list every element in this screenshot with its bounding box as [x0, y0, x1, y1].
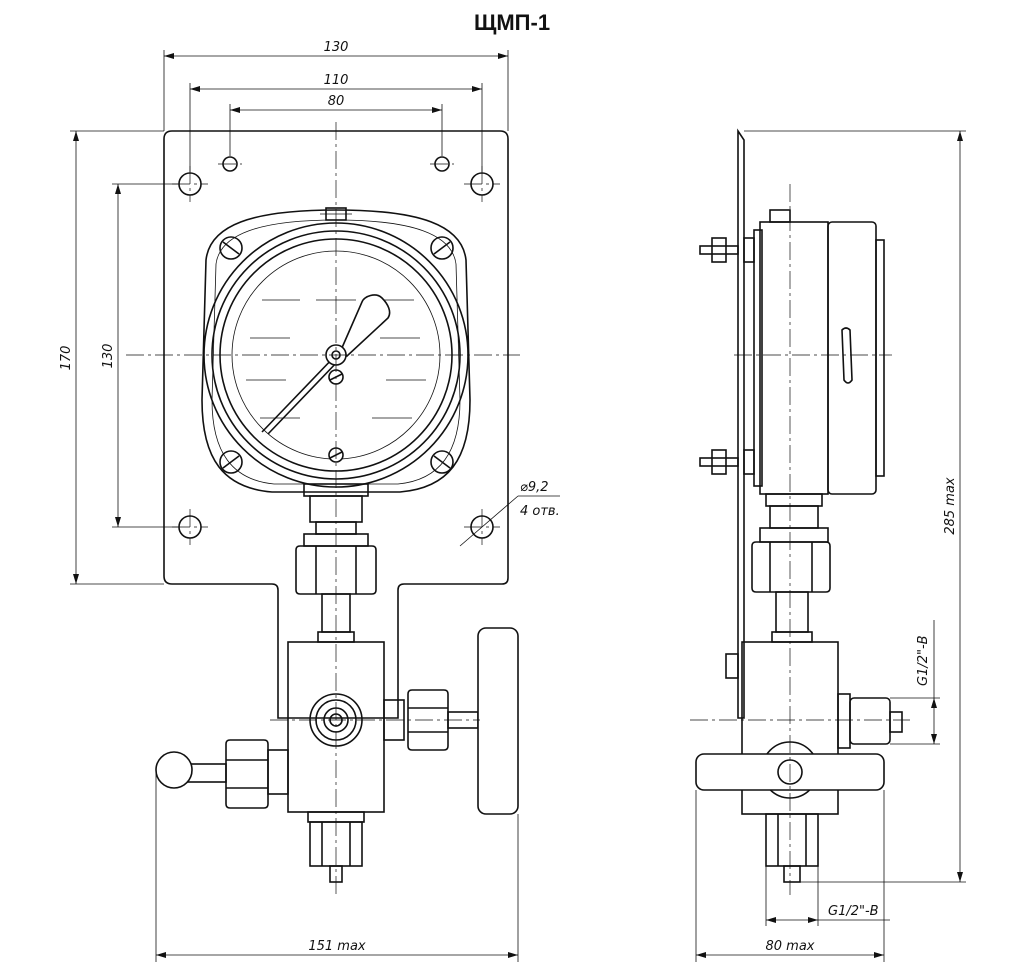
- dim-small-holes-spacing: 80: [328, 94, 345, 109]
- side-plate: [737, 128, 745, 719]
- gauge-needle: [340, 294, 391, 358]
- front-view: 130 110 80 170 130 ⌀9,2 4 отв. 151 max: [59, 40, 560, 962]
- dim-mount-vertical: 130: [101, 344, 116, 369]
- drawing-title: ЩМП-1: [474, 10, 550, 35]
- mounting-plate: [163, 130, 509, 719]
- dim-plate-height: 170: [59, 346, 74, 371]
- side-connection: [751, 493, 831, 643]
- dim-thread-bottom: G1/2"-B: [828, 904, 879, 919]
- flange-screws: [219, 236, 454, 474]
- right-valve-handle: [383, 627, 519, 815]
- side-view: 285 max G1/2"-B G1/2"-B 80 max: [690, 128, 966, 962]
- dim-plate-width: 130: [324, 40, 349, 55]
- dim-overall-height: 285 max: [943, 477, 958, 535]
- dim-overall-width: 151 max: [308, 939, 366, 954]
- dim-hole-diameter: ⌀9,2: [520, 480, 549, 495]
- dim-side-depth: 80 max: [766, 939, 815, 954]
- dim-hole-count: 4 отв.: [520, 504, 560, 519]
- dim-mount-spacing: 110: [324, 73, 349, 88]
- side-bolts: [699, 237, 755, 679]
- side-gauge: [753, 209, 885, 495]
- left-valve-handle: [155, 739, 289, 809]
- dim-thread-side: G1/2"-B: [916, 635, 931, 686]
